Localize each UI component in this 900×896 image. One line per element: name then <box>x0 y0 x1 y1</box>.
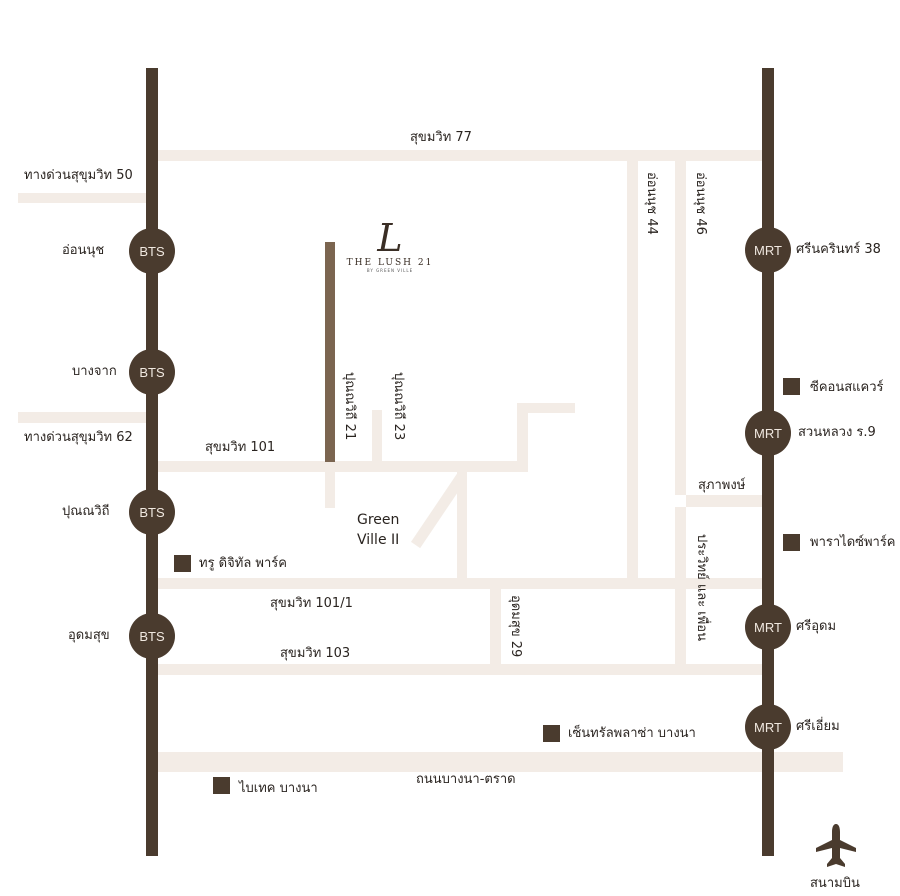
landmark-marker <box>783 378 800 395</box>
station-name: ศรีอุดม <box>796 619 837 634</box>
label-expressway-50: ทางด่วนสุขุมวิท 50 <box>24 168 133 183</box>
station-name: ปุณณวิถี <box>62 504 110 519</box>
road-bangna-trad <box>158 752 843 772</box>
road-sukhumvit-101 <box>158 461 528 472</box>
label-udomsuk-29: อุดมสุข 29 <box>508 595 523 658</box>
logo-sub: BY GREEN VILLE <box>366 268 414 273</box>
road-step-horizontal <box>517 403 575 413</box>
station-name: อุดมสุข <box>68 628 110 643</box>
label-greenville-2: Ville II <box>357 532 400 548</box>
airplane-icon <box>816 824 856 867</box>
road-udomsuk-29 <box>490 589 501 664</box>
label-sukhumvit-101: สุขมวิท 101 <box>205 440 276 455</box>
road-onnut-44 <box>627 161 638 578</box>
mrt-station-suanluang[interactable]: MRT <box>745 410 791 456</box>
road-sukhumvit-103 <box>158 664 762 675</box>
label-prawet: ประวิทย์ และ เพื่อน <box>694 534 709 642</box>
bts-station-onnut[interactable]: BTS <box>129 228 175 274</box>
landmark-marker <box>213 777 230 794</box>
label-sukhumvit-77: สุขมวิท 77 <box>410 130 472 145</box>
station-code: BTS <box>139 364 165 380</box>
landmark-marker <box>543 725 560 742</box>
road-punnawithi-23 <box>372 410 382 462</box>
landmark-true-digital-park: ทรู ดิจิทัล พาร์ค <box>199 556 287 571</box>
station-code: BTS <box>139 504 165 520</box>
station-name: ศรีนครินทร์ 38 <box>796 242 881 257</box>
station-code: MRT <box>754 719 782 735</box>
bts-line <box>146 68 158 856</box>
station-code: BTS <box>139 628 165 644</box>
station-name: สวนหลวง ร.9 <box>798 425 876 440</box>
project-logo: L THE LUSH 21 BY GREEN VILLE <box>340 218 440 273</box>
mrt-station-srinakarin-38[interactable]: MRT <box>745 227 791 273</box>
label-sukhumvit-103: สุขมวิท 103 <box>280 646 351 661</box>
station-name: อ่อนนุช <box>62 243 105 258</box>
road-expressway-62 <box>18 412 146 423</box>
road-punnawithi-21-south <box>325 472 335 508</box>
label-onnut-46: อ่อนนุช 46 <box>693 172 708 235</box>
label-greenville-1: Green <box>357 512 400 528</box>
label-sukhumvit-101-1: สุขมวิท 101/1 <box>270 596 353 611</box>
mrt-station-sriudom[interactable]: MRT <box>745 604 791 650</box>
bts-station-udomsuk[interactable]: BTS <box>129 613 175 659</box>
landmark-marker <box>783 534 800 551</box>
station-code: MRT <box>754 242 782 258</box>
label-expressway-62: ทางด่วนสุขุมวิท 62 <box>24 430 133 445</box>
station-name: ศรีเอี่ยม <box>796 719 840 734</box>
label-bangna-trad: ถนนบางนา-ตราด <box>416 772 516 787</box>
bts-station-punnawithi[interactable]: BTS <box>129 489 175 535</box>
airport-label: สนามบิน <box>810 876 860 891</box>
road-expressway-50 <box>18 193 146 203</box>
label-onnut-44: อ่อนนุช 44 <box>644 172 659 235</box>
landmark-bitec: ไบเทค บางนา <box>239 781 318 796</box>
road-punnawithi-21-highlight <box>325 242 335 462</box>
logo-name: THE LUSH 21 <box>346 258 434 268</box>
road-sukhumvit-101-1 <box>158 578 762 589</box>
logo-mark: L <box>377 216 403 260</box>
station-code: MRT <box>754 425 782 441</box>
landmark-seacon-square: ซีคอนสแควร์ <box>810 380 884 395</box>
road-sukhumvit-77 <box>158 150 762 161</box>
landmark-central-bangna: เซ็นทรัลพลาซ่า บางนา <box>568 726 696 741</box>
label-suphaphong: สุภาพงษ์ <box>698 478 746 493</box>
label-punnawithi-23: ปุณณวิถี 23 <box>391 372 406 441</box>
road-onnut-46 <box>675 161 686 495</box>
bts-station-bangchak[interactable]: BTS <box>129 349 175 395</box>
station-code: BTS <box>139 243 165 259</box>
landmark-marker <box>174 555 191 572</box>
road-prawet <box>675 507 686 664</box>
mrt-station-sriiam[interactable]: MRT <box>745 704 791 750</box>
road-suphaphong <box>686 495 762 507</box>
road-step-vertical <box>517 403 528 472</box>
station-name: บางจาก <box>72 364 117 379</box>
label-punnawithi-21: ปุณณวิถี 21 <box>342 372 357 441</box>
landmark-paradise-park: พาราไดซ์พาร์ค <box>810 535 896 550</box>
station-code: MRT <box>754 619 782 635</box>
road-connector <box>457 472 467 578</box>
